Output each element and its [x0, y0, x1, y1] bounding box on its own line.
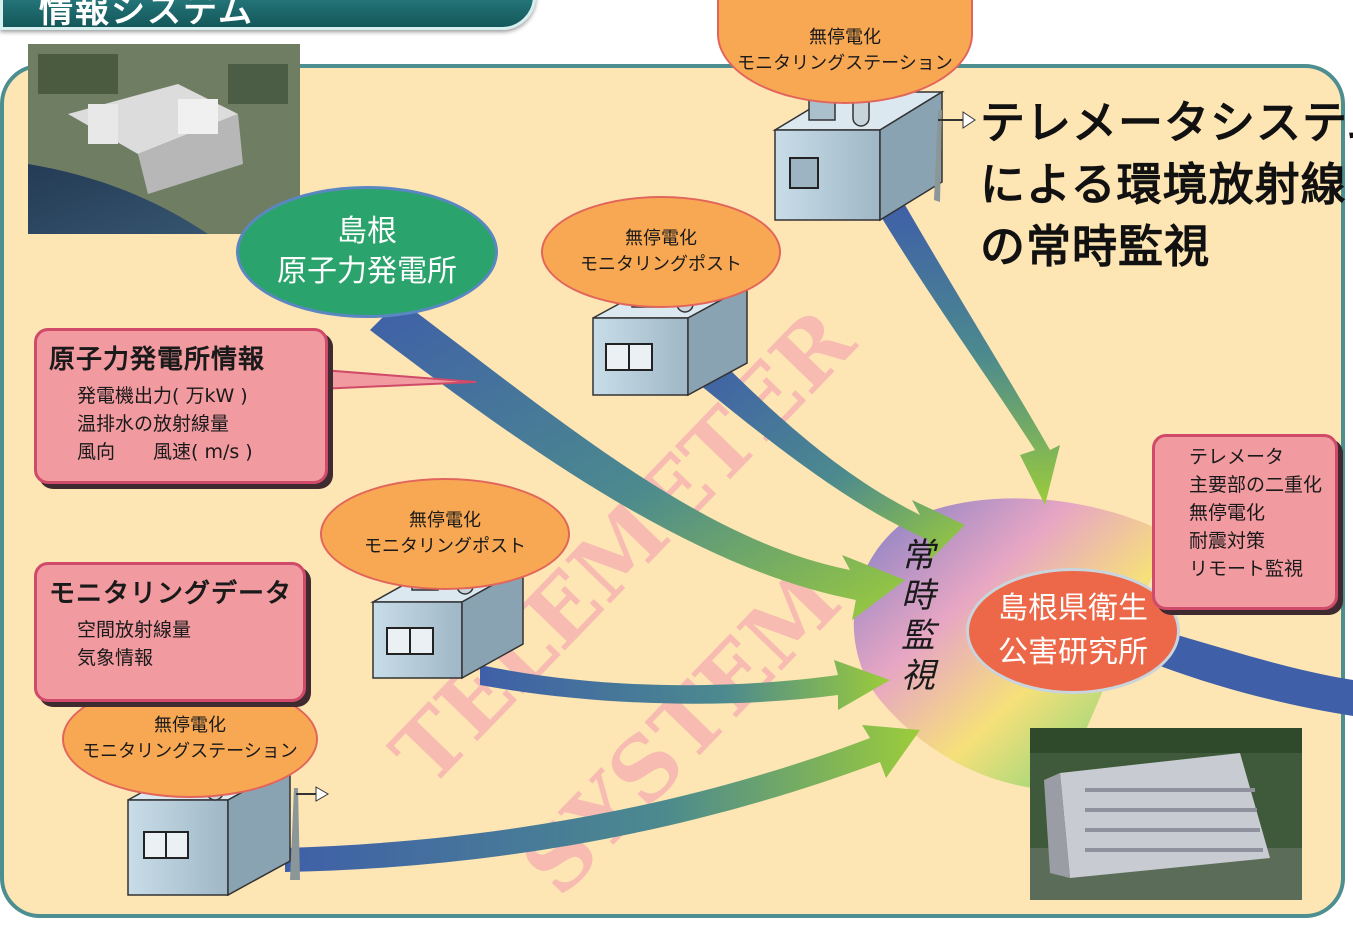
station-bottom-line-1: 無停電化 [154, 715, 226, 736]
station-top-line-2: モニタリングステーション [737, 53, 953, 74]
arrow-post-lower [480, 660, 890, 710]
arrow-plant [370, 300, 905, 620]
plant-photo [28, 44, 300, 234]
institute-line-2: 公害研究所 [998, 635, 1148, 670]
monitoring-data-card: モニタリングデータ 空間放射線量 気象情報 [34, 562, 306, 702]
monitoring-data-title: モニタリングデータ [49, 579, 293, 609]
telemeter-features-card: テレメータ 主要部の二重化 無停電化 耐震対策 リモート監視 [1152, 434, 1338, 610]
plant-info-pointer [296, 366, 477, 392]
post-center-line-1: 無停電化 [625, 228, 697, 249]
plant-line-2: 原子力発電所 [277, 254, 457, 289]
institute-line-1: 島根県衛生 [998, 591, 1148, 626]
plant-line-1: 島根 [337, 214, 397, 249]
headline-line-3: の常時監視 [980, 220, 1211, 273]
arrow-station-top [880, 205, 1060, 505]
outgoing-arrow [1160, 630, 1353, 716]
plant-info-item-1: 発電機出力( 万kW ) [77, 385, 248, 407]
monitoring-label: 常時監視 [893, 536, 943, 696]
headline: テレメータシステム による環境放射線 の常時監視 [980, 92, 1353, 278]
monitoring-data-item-2: 気象情報 [77, 647, 154, 669]
monitoring-label-text: 常時監視 [901, 536, 935, 696]
institute-photo [1030, 728, 1302, 900]
post-lower-line-1: 無停電化 [409, 510, 481, 531]
arrow-post-center [700, 360, 965, 560]
plant-oval: 島根 原子力発電所 [236, 186, 498, 318]
station-bottom-line-2: モニタリングステーション [82, 741, 298, 762]
post-center-oval: 無停電化 モニタリングポスト [541, 196, 781, 308]
post-center-line-2: モニタリングポスト [580, 254, 742, 275]
plant-info-title: 原子力発電所情報 [49, 345, 266, 375]
arrow-station-bottom [285, 725, 920, 872]
station-top-line-1: 無停電化 [809, 27, 881, 48]
telemeter-feature-5: リモート監視 [1189, 558, 1304, 580]
post-lower-oval: 無停電化 モニタリングポスト [320, 478, 570, 590]
plant-info-card: 原子力発電所情報 発電機出力( 万kW ) 温排水の放射線量 風向 風速( m/… [34, 328, 328, 484]
telemeter-feature-3: 無停電化 [1189, 502, 1266, 524]
telemeter-feature-1: テレメータ [1189, 446, 1285, 468]
plant-info-item-3: 風向 風速( m/s ) [77, 441, 253, 463]
headline-line-1: テレメータシステム [980, 96, 1353, 149]
header-tab: 情報システム [0, 0, 536, 31]
monitoring-data-item-1: 空間放射線量 [77, 619, 192, 641]
headline-line-2: による環境放射線 [980, 158, 1347, 211]
header-title: 情報システム [39, 0, 254, 31]
post-lower-line-2: モニタリングポスト [364, 536, 526, 557]
institute-oval: 島根県衛生 公害研究所 [966, 568, 1180, 694]
telemeter-feature-4: 耐震対策 [1189, 530, 1266, 552]
telemeter-feature-2: 主要部の二重化 [1189, 474, 1323, 496]
plant-info-item-2: 温排水の放射線量 [77, 413, 230, 435]
